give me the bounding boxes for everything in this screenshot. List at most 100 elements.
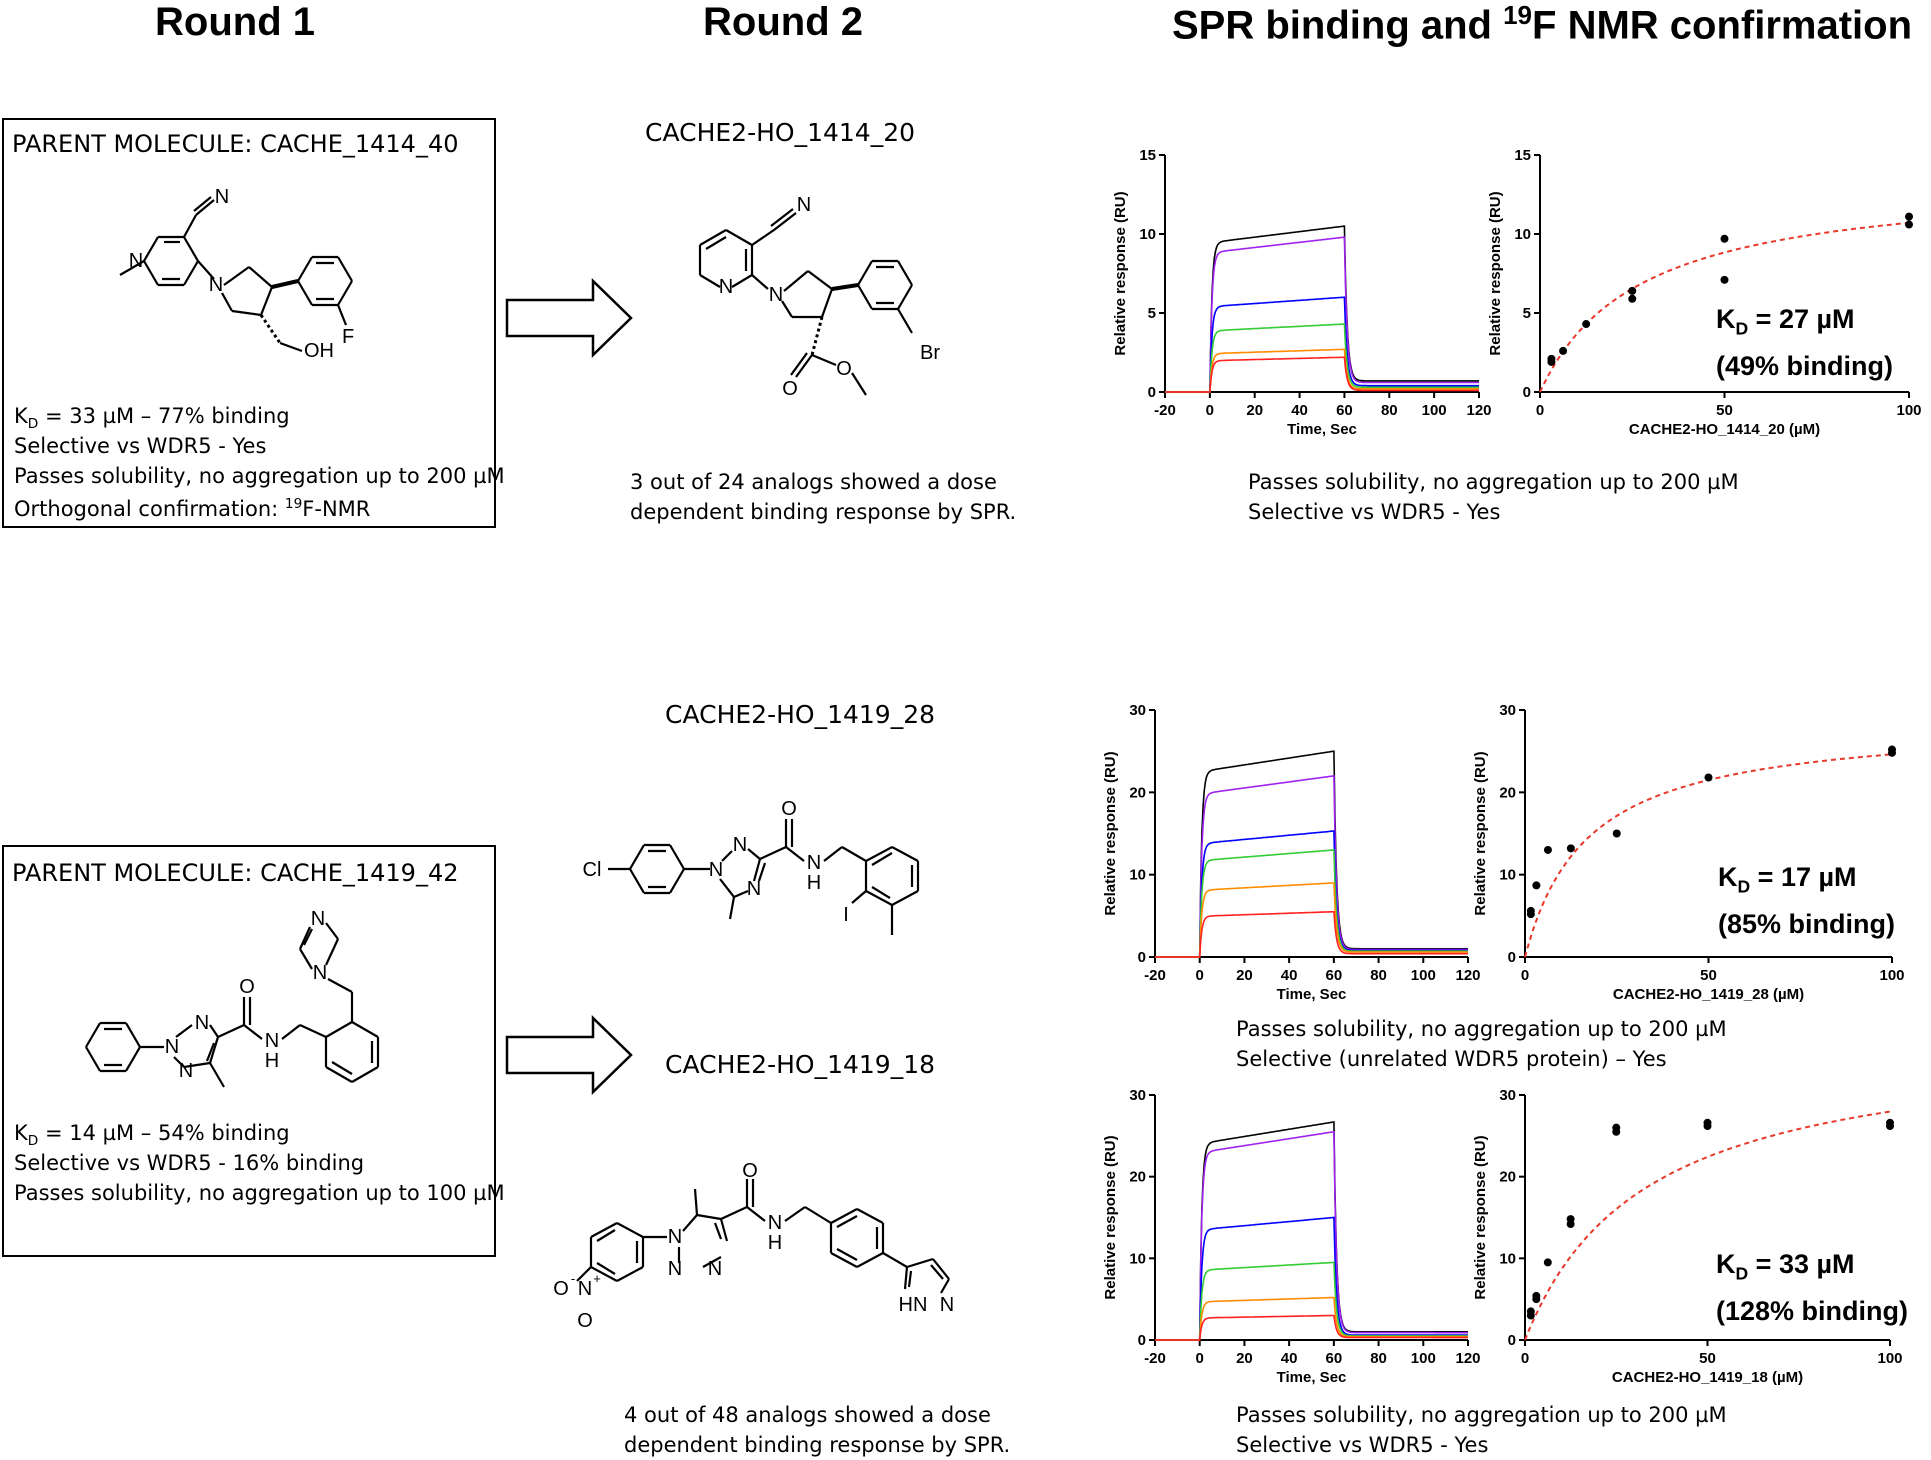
parent-structure-1419-42: N N N O N H N N (85, 908, 380, 1088)
data-point (1612, 829, 1621, 838)
x-tick-label: 0 (1536, 402, 1544, 419)
sensorgram-trace (1155, 750, 1468, 958)
y-tick-label: 5 (1523, 305, 1531, 322)
y-tick-label: 30 (1499, 702, 1516, 719)
compound-a-nh-h: H (807, 872, 821, 894)
sensorgram-trace (1155, 1216, 1468, 1341)
analog-note-row-2-line-2: dependent binding response by SPR. (624, 1433, 1011, 1457)
spr-note-row-2b: Passes solubility, no aggregation up to … (1236, 1400, 1727, 1460)
x-tick-label: 50 (1700, 967, 1717, 984)
compound-a-n2: N (733, 834, 747, 856)
y-tick-label: 30 (1499, 1087, 1516, 1104)
parent2-nh-h: H (265, 1050, 279, 1072)
analog-note-row-2: 4 out of 48 analogs showed a dose depend… (624, 1400, 1010, 1460)
compound-a-cl: Cl (583, 859, 602, 881)
x-axis-label: Time, Sec (1277, 986, 1347, 1003)
x-axis-label: CACHE2-HO_1419_18 (µM) (1612, 1369, 1803, 1386)
parent2-kd-k: K (14, 1121, 28, 1145)
y-tick-label: 0 (1138, 949, 1146, 966)
y-tick-label: 0 (1523, 384, 1531, 401)
compound-a-i: I (843, 904, 849, 926)
parent-n-pyrrolidine: N (209, 274, 223, 296)
x-tick-label: 80 (1381, 402, 1398, 419)
compound-name-1419-28: CACHE2-HO_1419_28 (665, 700, 936, 729)
sensorgram-trace (1165, 323, 1479, 393)
data-point (1612, 1123, 1621, 1132)
x-axis-label: CACHE2-HO_1419_28 (µM) (1613, 986, 1804, 1003)
y-tick-label: 0 (1508, 1332, 1516, 1349)
parent2-kd-sub: D (27, 1133, 39, 1150)
sensorgram-trace (1155, 1314, 1468, 1341)
compound-b-o-minus: O (553, 1278, 569, 1300)
x-tick-label: 20 (1236, 1350, 1253, 1367)
x-tick-label: 60 (1326, 967, 1343, 984)
parent-f: F (342, 326, 354, 348)
kd-k-1419-28: K (1718, 862, 1738, 892)
parent-ortho-sup: 19 (284, 496, 303, 512)
compound-a-n3: N (747, 878, 761, 900)
compound-a-nh-n: N (807, 852, 821, 874)
data-point (1566, 844, 1575, 853)
sensorgram-trace (1155, 882, 1468, 958)
spr-note-row-2b-line-1: Passes solubility, no aggregation up to … (1236, 1403, 1727, 1427)
parent-n-nitrile: N (215, 186, 229, 208)
kd-label-1414-20: KD = 27 µM (49% binding) (1716, 300, 1893, 385)
spr-note-row-1-line-1: Passes solubility, no aggregation up to … (1248, 470, 1739, 494)
x-tick-label: 50 (1716, 402, 1733, 419)
parent-title: PARENT MOLECULE: CACHE_1414_40 (12, 130, 459, 158)
parent2-n3: N (179, 1060, 193, 1082)
y-tick-label: 15 (1139, 147, 1156, 164)
sensorgram-trace (1155, 1296, 1468, 1341)
kd-value-1414-20: KD = 27 µM (1716, 300, 1893, 347)
parent-box-1419-42: PARENT MOLECULE: CACHE_1419_42 (2, 845, 505, 1257)
y-tick-label: 10 (1129, 867, 1146, 884)
kd-binding-1419-28: (85% binding) (1718, 909, 1895, 940)
data-point (1628, 294, 1637, 303)
arrow-row-2-shape (505, 1015, 633, 1095)
data-point (1532, 881, 1541, 890)
y-axis-label: Relative response (RU) (1487, 191, 1504, 355)
x-axis-label: CACHE2-HO_1414_20 (µM) (1629, 421, 1820, 438)
data-point (1720, 234, 1729, 243)
sensorgram-trace (1155, 849, 1468, 958)
data-point (1703, 1118, 1712, 1127)
x-tick-label: 100 (1411, 967, 1436, 984)
analog-note-row-2-line-1: 4 out of 48 analogs showed a dose (624, 1403, 991, 1427)
y-tick-label: 15 (1514, 147, 1531, 164)
compound-b-n3: N (708, 1258, 722, 1280)
parent-solubility-line: Passes solubility, no aggregation up to … (14, 464, 505, 488)
compound-b-hn: HN (899, 1294, 928, 1316)
x-tick-label: -20 (1144, 1350, 1166, 1367)
parent-kd-sub: D (27, 416, 39, 433)
y-tick-label: 10 (1139, 226, 1156, 243)
x-axis-label: Time, Sec (1277, 1369, 1347, 1386)
data-point (1566, 1215, 1575, 1224)
compound-b-n2: N (668, 1258, 682, 1280)
spr-note-row-2a-line-1: Passes solubility, no aggregation up to … (1236, 1017, 1727, 1041)
parent-box-1414-40: PARENT MOLECULE: CACHE_1414_40 (2, 118, 505, 528)
parent-oh: OH (304, 340, 334, 362)
compound-b-plus: + (593, 1271, 601, 1286)
header-spr-pre: SPR binding and (1172, 3, 1504, 48)
analog-note-row-1-line-1: 3 out of 24 analogs showed a dose (630, 470, 997, 494)
data-point (1628, 286, 1637, 295)
parent2-selective-line: Selective vs WDR5 - 16% binding (14, 1151, 365, 1175)
parent2-nh-n: N (265, 1030, 279, 1052)
y-tick-label: 0 (1508, 949, 1516, 966)
data-point (1547, 354, 1556, 363)
x-tick-label: 40 (1281, 967, 1298, 984)
kd-value-1419-18: KD = 33 µM (1716, 1245, 1908, 1292)
parent-title-2: PARENT MOLECULE: CACHE_1419_42 (12, 859, 459, 887)
compound-o-carbonyl: O (782, 378, 798, 400)
header-spr-sup: 19 (1503, 0, 1533, 30)
x-tick-label: 60 (1326, 1350, 1343, 1367)
compound-b-nh-n: N (768, 1212, 782, 1234)
compound-br: Br (920, 342, 940, 364)
y-tick-label: 30 (1129, 702, 1146, 719)
data-point (1526, 906, 1535, 915)
kd-sub-1414-20: D (1735, 318, 1749, 339)
x-tick-label: 50 (1699, 1350, 1716, 1367)
